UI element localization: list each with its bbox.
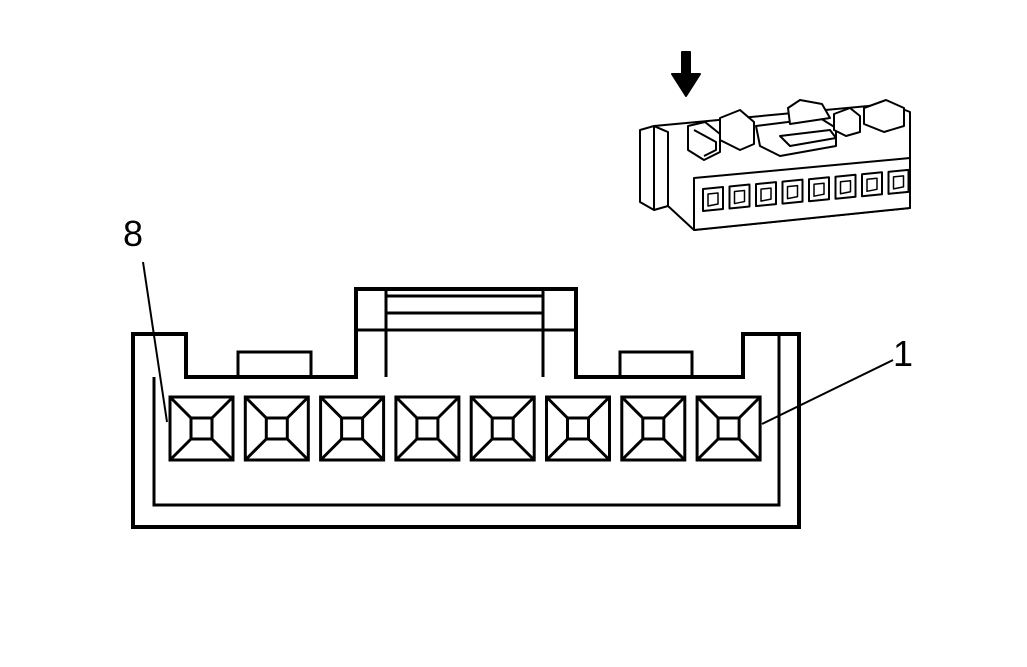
leader-line-pin-1 [761,359,894,425]
pin-cavities [168,395,762,462]
pin-cavity-6 [319,395,386,462]
connector-isometric-view [639,51,911,231]
iso-pin-inner-6 [760,187,772,202]
center-latch [356,289,576,377]
pin-cavity-3 [545,395,611,462]
iso-pin-inner-7 [733,189,746,205]
pin-cavity-7 [243,395,310,462]
pin-cavity-5 [394,395,461,462]
down-arrow-icon [671,51,701,97]
leader-line-pin-8 [142,261,168,423]
pin-label-1: 1 [893,333,913,374]
connector-face-view [131,261,894,529]
iso-pin-inner-3 [839,180,852,195]
left-bump [236,350,313,377]
pin-cavity-1 [695,395,762,462]
pin-label-8: 8 [123,213,143,254]
right-bump [618,350,694,377]
iso-pin-inner-2 [866,177,878,193]
isometric-pin-windows [702,168,910,212]
housing-outer [131,287,801,529]
pin-cavity-8 [168,395,235,462]
pin-cavity-4 [469,395,536,462]
iso-pin-inner-4 [813,182,825,197]
pin-cavity-2 [620,395,687,462]
iso-pin-inner-5 [786,184,799,200]
iso-pin-inner-8 [707,192,719,207]
iso-pin-inner-1 [892,175,905,190]
